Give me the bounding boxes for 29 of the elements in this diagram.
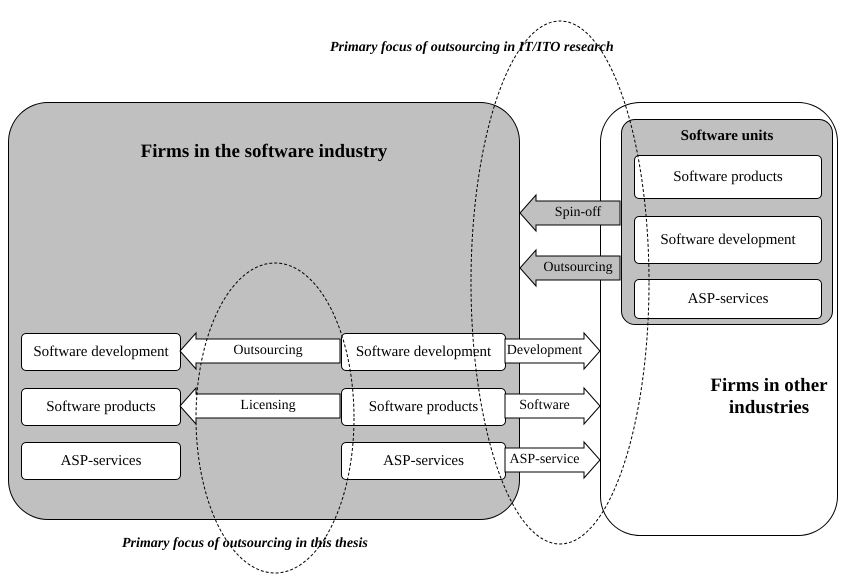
- block-arrow: [179, 332, 340, 370]
- edge-label: Outsourcing: [543, 260, 613, 276]
- group-title: Firms in other industries: [709, 375, 829, 419]
- block-arrow: [179, 386, 340, 426]
- edge-label: Development: [506, 343, 582, 359]
- focus-caption: Primary focus of outsourcing in IT/ITO research: [330, 40, 614, 56]
- group-title: Firms in the software industry: [140, 141, 388, 163]
- focus-caption: Primary focus of outsourcing in this thesis: [122, 536, 368, 552]
- block-arrow: [519, 194, 620, 232]
- text-box: Software products: [341, 388, 506, 426]
- edge-label: Licensing: [240, 398, 296, 414]
- group-panel: [621, 119, 833, 325]
- text-box: ASP-services: [21, 442, 181, 480]
- text-box: Software products: [21, 388, 181, 426]
- block-arrow: [504, 332, 601, 370]
- text-box: Software development: [634, 216, 822, 264]
- edge-label: Spin-off: [554, 205, 602, 221]
- text-box: Software products: [634, 155, 822, 199]
- group-title: Software units: [680, 128, 774, 145]
- text-box: ASP-services: [634, 279, 822, 319]
- text-box: ASP-services: [341, 442, 506, 480]
- edge-label: ASP-service: [510, 452, 580, 468]
- block-arrow: [519, 248, 620, 288]
- edge-label: Outsourcing: [233, 343, 303, 359]
- block-arrow: [504, 386, 601, 426]
- text-box: Software development: [341, 333, 506, 371]
- block-arrow: [504, 440, 601, 480]
- edge-label: Software: [519, 398, 570, 414]
- text-box: Software development: [21, 333, 181, 371]
